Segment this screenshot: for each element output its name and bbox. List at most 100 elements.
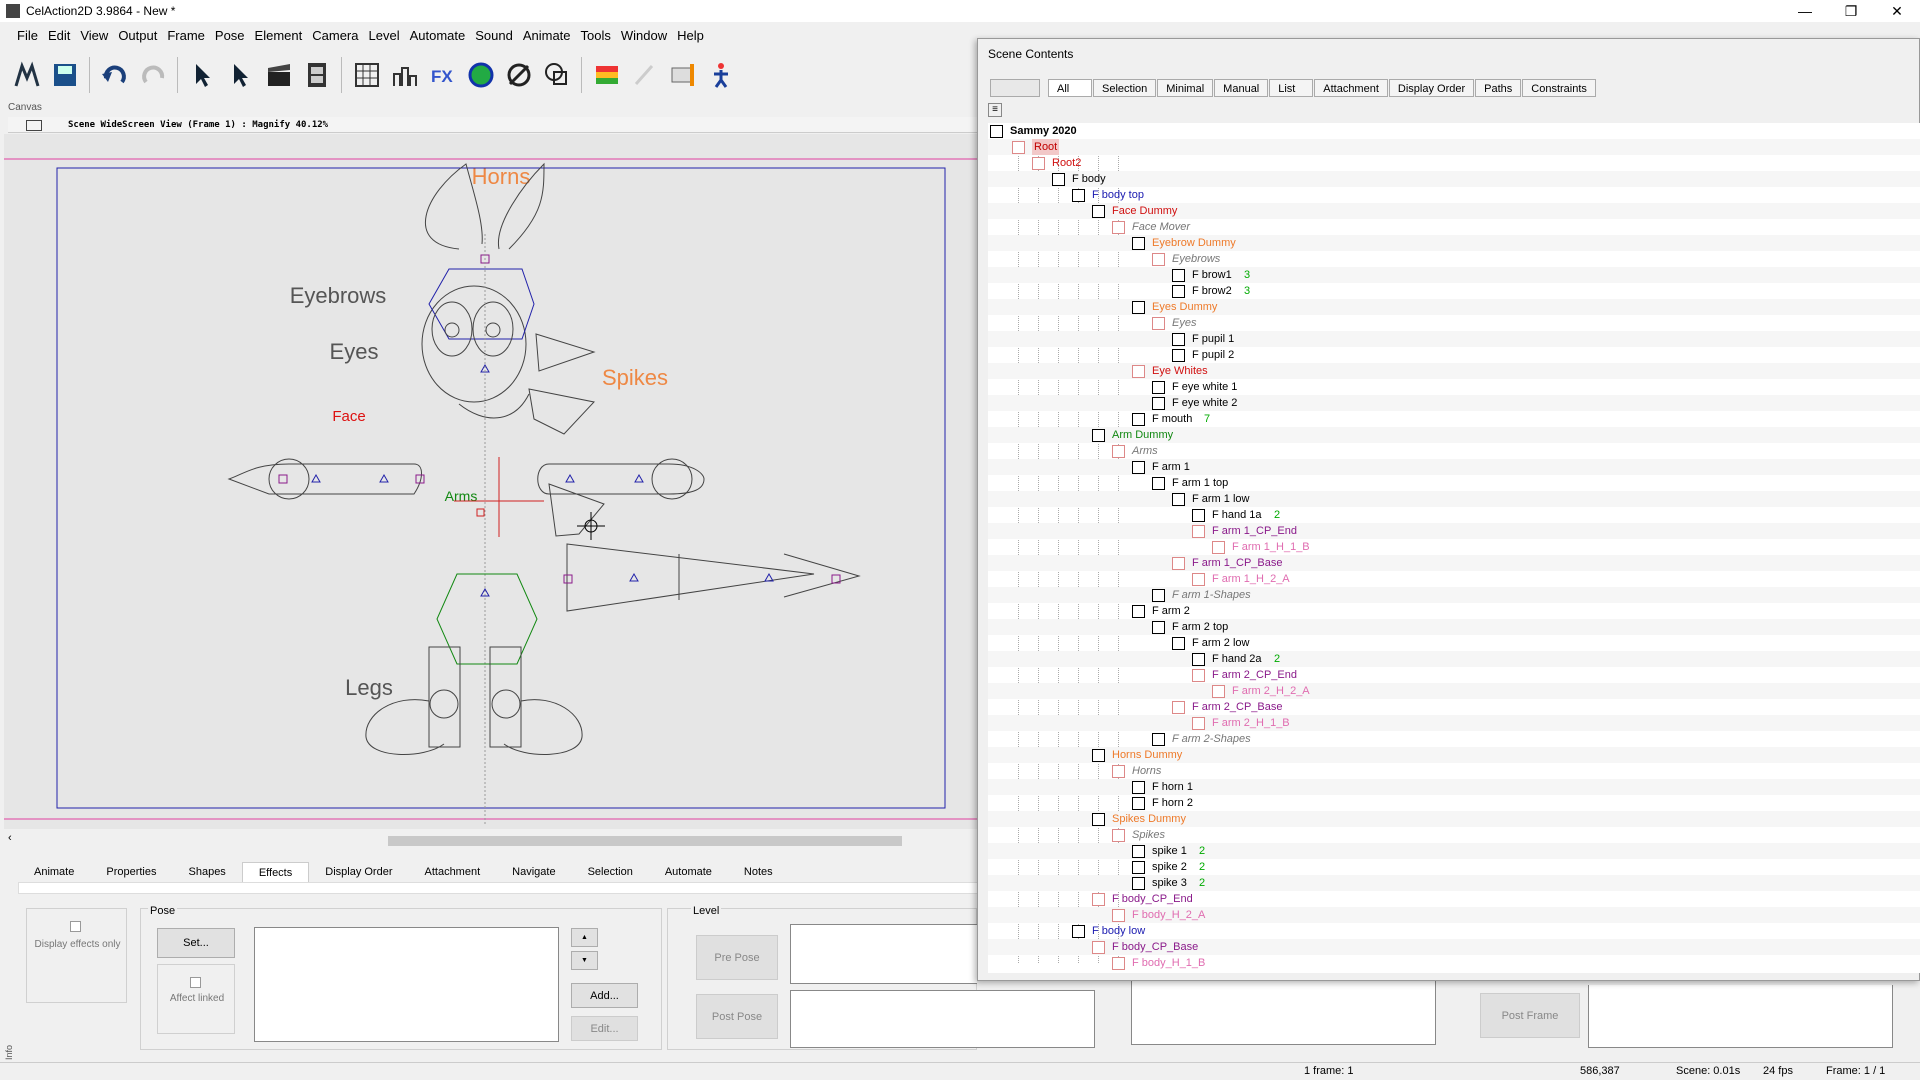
tree-root-row[interactable]: Sammy 2020 <box>988 123 1920 139</box>
anchor-icon[interactable] <box>1132 797 1145 810</box>
minimize-button[interactable]: — <box>1798 2 1812 19</box>
bone-icon[interactable] <box>1132 365 1145 378</box>
anchor-icon[interactable] <box>1052 173 1065 186</box>
tree-item[interactable]: F arm 1_H_2_A <box>988 571 1920 587</box>
anchor-icon[interactable] <box>1072 925 1085 938</box>
bone-icon[interactable] <box>1152 317 1165 330</box>
anchor-icon[interactable] <box>1172 493 1185 506</box>
bone-icon[interactable] <box>1112 221 1125 234</box>
tree-item[interactable]: Eyebrows <box>988 251 1920 267</box>
scene-tab-list[interactable]: List <box>1269 79 1314 97</box>
bone-icon[interactable] <box>1192 525 1205 538</box>
rig-icon[interactable] <box>10 57 44 93</box>
tree-item[interactable]: F arm 2 top <box>988 619 1920 635</box>
anchor-icon[interactable] <box>1132 845 1145 858</box>
tree-item[interactable]: Eyes <box>988 315 1920 331</box>
tree-item[interactable]: F body low <box>988 923 1920 939</box>
bone-icon[interactable] <box>1192 573 1205 586</box>
scene-tab-constraints[interactable]: Constraints <box>1522 79 1596 97</box>
globe-icon[interactable] <box>464 57 498 93</box>
scene-tab-all[interactable]: All <box>1048 79 1092 97</box>
anchor-icon[interactable] <box>1172 333 1185 346</box>
pose-move-down-button[interactable]: ▼ <box>571 951 598 970</box>
menu-view[interactable]: View <box>80 27 109 43</box>
anchor-icon[interactable] <box>1172 285 1185 298</box>
pose-move-up-button[interactable]: ▲ <box>571 928 598 947</box>
bone-icon[interactable] <box>1212 685 1225 698</box>
anchor-icon[interactable] <box>1152 733 1165 746</box>
fx-icon[interactable]: FX <box>426 57 460 93</box>
scene-tab-minimal[interactable]: Minimal <box>1157 79 1214 97</box>
tree-item[interactable]: F arm 2_H_1_B <box>988 715 1920 731</box>
tab-automate[interactable]: Automate <box>664 866 712 878</box>
undo-icon[interactable] <box>98 57 132 93</box>
tree-menu-icon[interactable]: ≡ <box>988 103 1002 117</box>
tree-item[interactable]: F eye white 1 <box>988 379 1920 395</box>
shapes-icon[interactable] <box>540 57 574 93</box>
pose-list[interactable] <box>254 927 559 1042</box>
tree-options-icon[interactable] <box>990 79 1040 97</box>
camera-icon[interactable] <box>666 57 700 93</box>
display-effects-checkbox[interactable] <box>70 921 81 932</box>
bone-icon[interactable] <box>1192 717 1205 730</box>
anchor-icon[interactable] <box>1092 429 1105 442</box>
post-frame-button[interactable]: Post Frame <box>1480 993 1580 1038</box>
tab-attachment[interactable]: Attachment <box>424 866 481 878</box>
tree-item[interactable]: F pupil 1 <box>988 331 1920 347</box>
tree-item[interactable]: Spikes Dummy <box>988 811 1920 827</box>
anchor-icon[interactable] <box>1132 877 1145 890</box>
bone-icon[interactable] <box>1112 445 1125 458</box>
menu-pose[interactable]: Pose <box>214 27 245 43</box>
anchor-icon[interactable] <box>1152 477 1165 490</box>
pre-pose-field[interactable] <box>790 924 977 984</box>
menu-file[interactable]: File <box>17 27 38 43</box>
tree-item[interactable]: Face Mover <box>988 219 1920 235</box>
pencil-icon[interactable] <box>628 57 662 93</box>
tree-item[interactable]: F eye white 2 <box>988 395 1920 411</box>
tree-item[interactable]: F arm 2_H_2_A <box>988 683 1920 699</box>
pose-set-button[interactable]: Set... <box>157 928 235 958</box>
tab-effects[interactable]: Effects <box>241 862 310 882</box>
bone-icon[interactable] <box>1012 141 1025 154</box>
tree-item[interactable]: F arm 1_CP_End <box>988 523 1920 539</box>
tree-item[interactable]: F arm 1 <box>988 459 1920 475</box>
canvas-drawing[interactable]: Horns Eyebrows Eyes Spikes Face Arms Leg… <box>4 134 978 829</box>
tree-item[interactable]: F body_CP_Base <box>988 939 1920 955</box>
maximize-button[interactable]: ❐ <box>1844 2 1858 19</box>
anchor-icon[interactable] <box>1152 589 1165 602</box>
level-extra-field[interactable] <box>1131 980 1436 1045</box>
tab-selection[interactable]: Selection <box>587 866 633 878</box>
select-s-icon[interactable] <box>224 57 258 93</box>
tree-item[interactable]: F arm 2_CP_Base <box>988 699 1920 715</box>
null-icon[interactable] <box>502 57 536 93</box>
tree-item[interactable]: F arm 2 <box>988 603 1920 619</box>
redo-icon[interactable] <box>136 57 170 93</box>
tree-item[interactable]: F arm 2 low <box>988 635 1920 651</box>
bone-icon[interactable] <box>1212 541 1225 554</box>
tree-item[interactable]: F arm 1-Shapes <box>988 587 1920 603</box>
tab-display-order[interactable]: Display Order <box>325 866 393 878</box>
anchor-icon[interactable] <box>1172 637 1185 650</box>
anchor-icon[interactable] <box>1132 301 1145 314</box>
tree-item[interactable]: Root2 <box>988 155 1920 171</box>
menu-sound[interactable]: Sound <box>475 27 513 43</box>
anchor-icon[interactable] <box>1152 397 1165 410</box>
scene-tab-display-order[interactable]: Display Order <box>1388 79 1475 97</box>
anchor-icon[interactable] <box>1072 189 1085 202</box>
bone-icon[interactable] <box>1152 253 1165 266</box>
tab-animate[interactable]: Animate <box>34 866 75 878</box>
anchor-icon[interactable] <box>1132 461 1145 474</box>
tab-navigate[interactable]: Navigate <box>512 866 556 878</box>
anchor-icon[interactable] <box>1132 413 1145 426</box>
character-icon[interactable] <box>704 57 738 93</box>
clapper-icon[interactable] <box>262 57 296 93</box>
menu-automate[interactable]: Automate <box>409 27 466 43</box>
menu-level[interactable]: Level <box>368 27 400 43</box>
bone-icon[interactable] <box>1112 909 1125 922</box>
anchor-icon[interactable] <box>1192 509 1205 522</box>
menu-help[interactable]: Help <box>677 27 704 43</box>
anchor-icon[interactable] <box>1092 813 1105 826</box>
